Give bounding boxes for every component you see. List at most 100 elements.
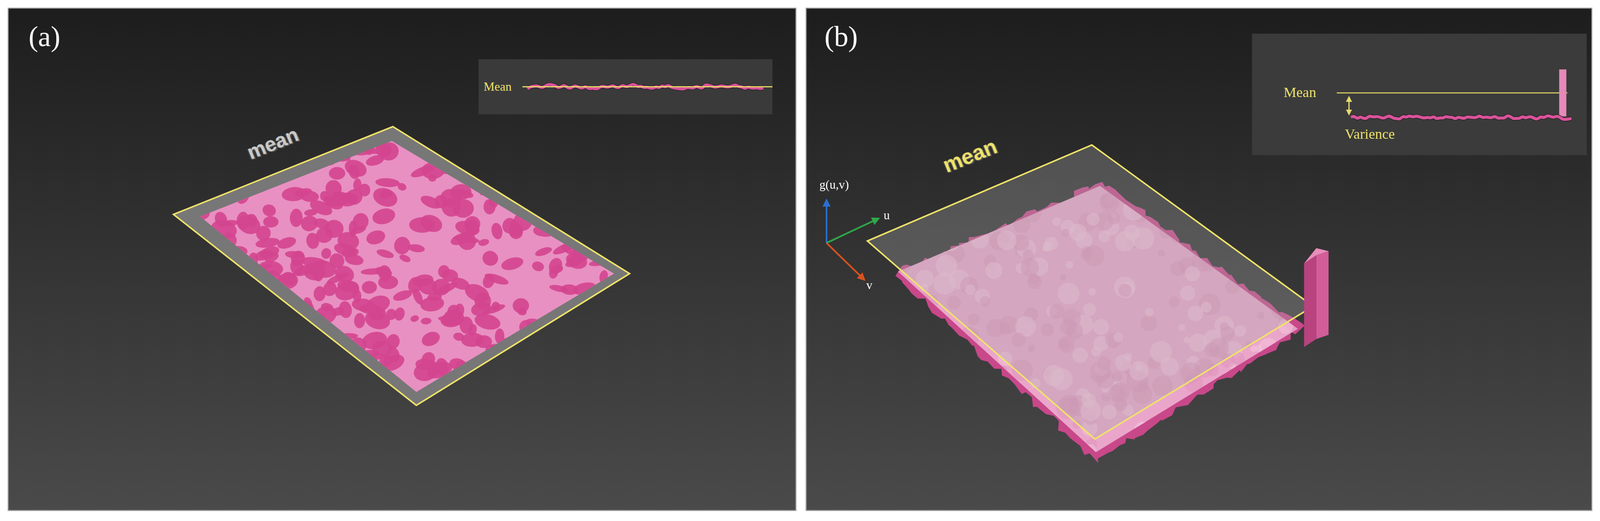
surface-blob	[1216, 195, 1227, 206]
surface-blob	[559, 217, 576, 237]
surface-blob	[585, 369, 605, 382]
surface-blob	[214, 144, 238, 161]
surface-blob	[202, 224, 215, 238]
surface-blob	[420, 317, 432, 325]
surface-blob	[487, 382, 507, 404]
surface-blob	[228, 327, 253, 344]
surface-blob	[305, 327, 333, 344]
surface-blob	[943, 448, 964, 468]
surface-blob	[1048, 430, 1056, 438]
surface-blob	[222, 157, 244, 176]
surface-blob	[1291, 359, 1313, 382]
surface-blob	[246, 383, 262, 393]
surface-blob	[1292, 203, 1314, 225]
surface-blob	[543, 352, 560, 365]
surface-blob	[543, 172, 569, 183]
profile-shadow	[1350, 115, 1572, 120]
surface-blob	[315, 352, 339, 370]
surface-blob	[953, 391, 972, 410]
surface-blob	[1289, 250, 1303, 264]
surface-blob	[1025, 408, 1040, 422]
surface-blob	[211, 243, 231, 253]
surface-blob	[364, 227, 387, 247]
surface-blob	[927, 320, 944, 336]
surface-blob	[517, 192, 534, 211]
axis-v	[826, 242, 865, 280]
surface-blob	[341, 346, 354, 358]
surface-blob	[932, 325, 954, 347]
surface-blob	[233, 297, 260, 321]
surface-blob	[409, 162, 437, 180]
surface-blob	[198, 354, 214, 373]
surface-blob	[936, 375, 943, 382]
surface-blob	[354, 370, 367, 387]
surface-blob	[469, 160, 486, 173]
surface-blob	[566, 161, 583, 182]
surface-blob	[885, 300, 899, 315]
surface-blob	[209, 263, 226, 284]
surface-blob	[555, 208, 569, 217]
surface-blob	[898, 330, 909, 340]
surface-blob	[556, 363, 574, 380]
surface-blob	[580, 353, 599, 365]
surface-blob	[208, 242, 233, 258]
surface-blob	[513, 140, 526, 156]
variance-arrow	[1348, 96, 1350, 115]
surface-blob	[554, 218, 572, 239]
surface-blob	[600, 176, 625, 187]
surface-blob	[1046, 449, 1064, 467]
surface-blob	[205, 251, 233, 272]
surface-blob	[1059, 440, 1074, 455]
surface-blob	[921, 337, 931, 348]
surface-blob	[578, 150, 597, 167]
surface-blob	[419, 294, 446, 313]
surface-blob	[213, 353, 236, 367]
mean-line	[522, 86, 773, 88]
surface-blob	[358, 303, 384, 316]
surface-blob	[453, 234, 480, 245]
surface-blob	[595, 190, 611, 200]
surface-blob	[602, 339, 625, 359]
surface-blob	[888, 374, 899, 385]
surface-blob	[917, 378, 937, 398]
surface-blob	[524, 332, 546, 344]
surface-blob	[179, 212, 208, 235]
surface-blob	[267, 326, 283, 340]
surface-blob	[1019, 397, 1029, 407]
surface-blob	[312, 216, 332, 231]
surface-blob	[264, 363, 288, 384]
surface-blob	[604, 153, 631, 173]
surface-blob	[608, 256, 627, 274]
surface-blob	[1215, 435, 1230, 449]
surface-blob	[1133, 421, 1153, 441]
surface-blob	[1184, 400, 1198, 414]
surface-blob	[266, 164, 292, 186]
surface-blob	[261, 325, 279, 342]
surface-blob	[537, 322, 567, 346]
panel-b	[806, 8, 1593, 511]
surface-blob	[370, 206, 398, 227]
surface-blob	[196, 127, 210, 141]
surface-blob	[944, 434, 958, 448]
surface-blob	[250, 273, 266, 290]
surface-blob	[919, 420, 941, 442]
surface-blob	[393, 305, 407, 322]
surface-blob	[224, 268, 240, 281]
surface-blob	[239, 283, 254, 300]
surface-blob	[1279, 391, 1293, 405]
surface-blob	[559, 382, 580, 400]
axis-label: g(u,v)	[819, 178, 849, 191]
surface-blob	[449, 183, 473, 202]
surface-blob	[551, 224, 576, 235]
surface-blob	[269, 333, 291, 347]
surface-blob	[1185, 440, 1198, 453]
surface-blob	[324, 370, 337, 386]
surface-blob	[1012, 419, 1033, 440]
surface-blob	[608, 308, 622, 326]
surface-blob	[949, 433, 961, 445]
mean-plane	[173, 126, 630, 406]
surface-blob	[352, 374, 381, 387]
surface-blob	[611, 238, 642, 261]
surface-blob	[486, 370, 498, 383]
surface-blob	[407, 242, 426, 254]
